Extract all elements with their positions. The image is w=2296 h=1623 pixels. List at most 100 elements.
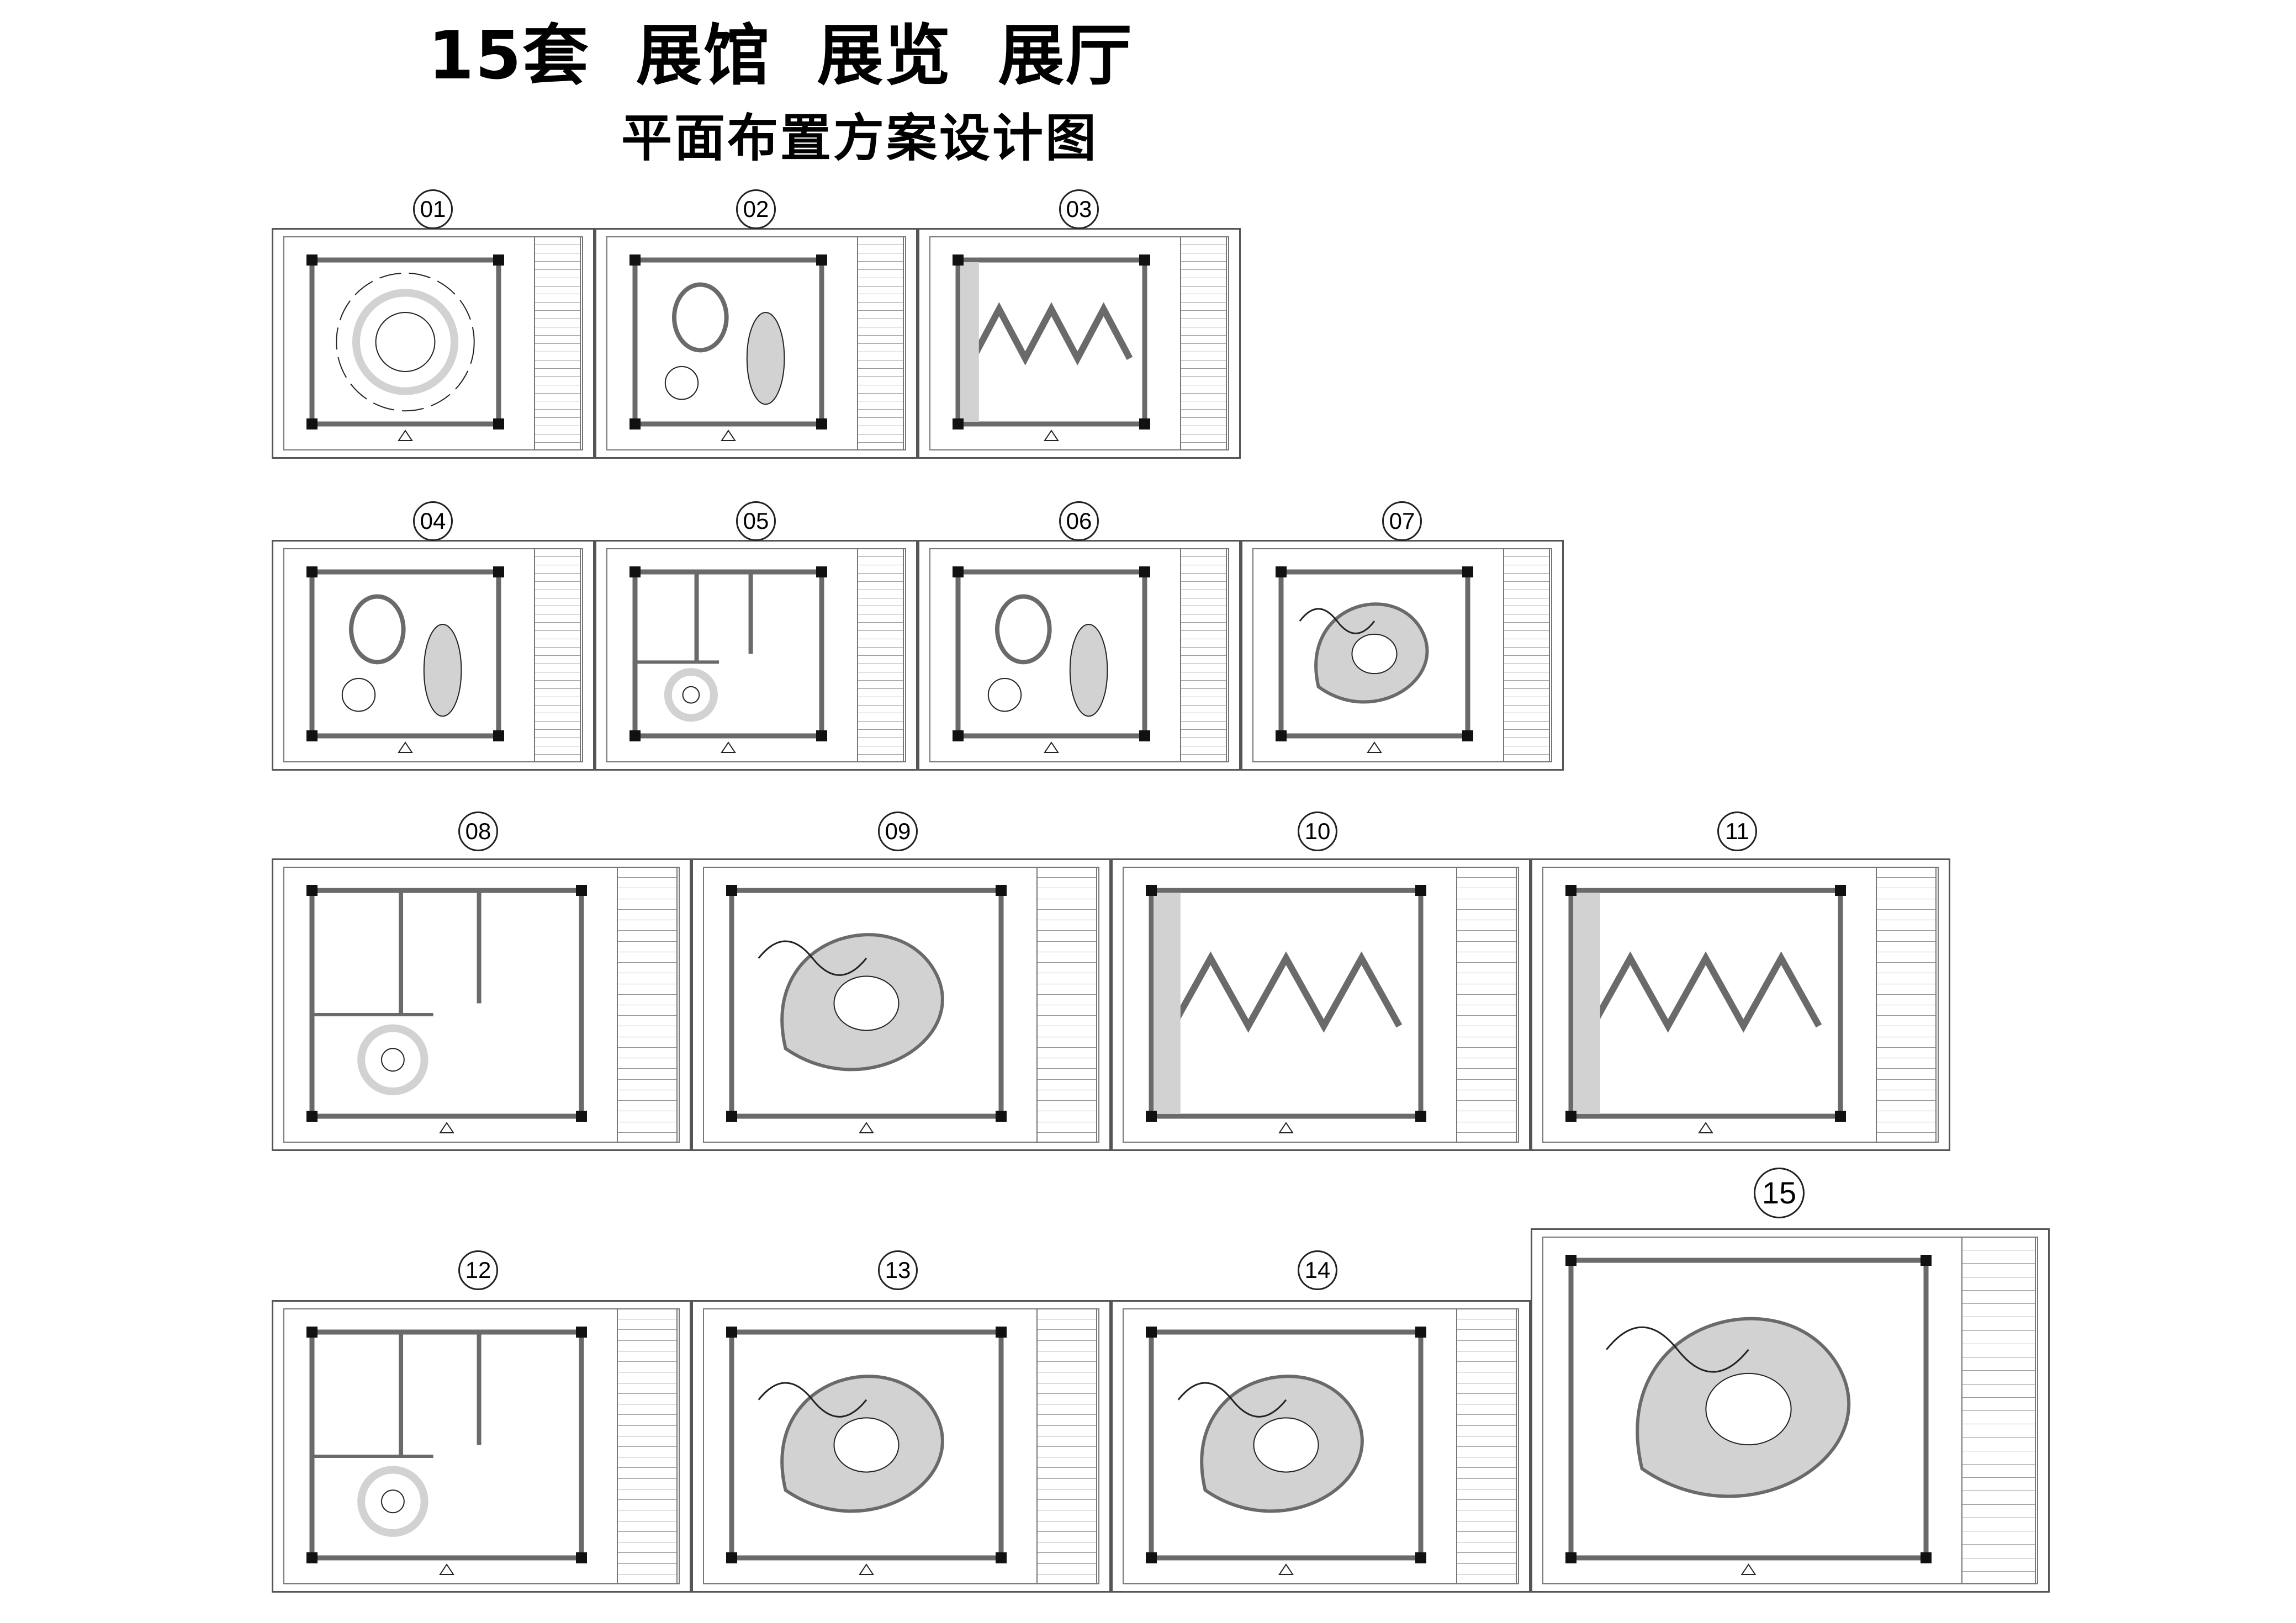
plan-sheet-09[interactable] [691,858,1111,1151]
plan-sheet-01[interactable] [272,228,595,459]
oval-room [348,594,406,665]
floor-plan-drawing [953,566,1150,753]
sheet-border [929,548,1229,762]
column [1146,1111,1157,1122]
curved-wall [1606,1326,1749,1373]
column [1565,1552,1576,1563]
round-stand [357,1024,428,1096]
floor-plan-drawing [629,254,827,441]
plan-sheet-03[interactable] [918,228,1241,459]
column [1462,566,1473,577]
sheet-number-01: 01 [413,189,453,229]
round-stand [341,678,376,712]
column [1565,1111,1576,1122]
column [996,1327,1007,1338]
entrance-marker [1278,1563,1294,1575]
title-block [1036,1308,1097,1584]
outer-wall [729,1329,1004,1561]
title-block [857,236,904,450]
plan-sheet-10[interactable] [1111,858,1531,1151]
plan-sheet-04[interactable] [272,540,595,771]
entrance-marker [398,429,413,441]
outer-wall [1278,569,1470,739]
plan-sheet-12[interactable] [272,1300,691,1593]
outer-wall [1149,1329,1424,1561]
column [1139,566,1150,577]
title-block [534,548,581,762]
outer-wall [1149,888,1424,1119]
column [1139,730,1150,741]
sheet-border [283,548,583,762]
column [1462,730,1473,741]
column [1565,1255,1576,1266]
outer-wall [309,257,501,427]
column [306,1327,318,1338]
sheet-number-09: 09 [878,811,918,851]
sheet-border [606,236,906,450]
outer-wall [632,257,824,427]
entrance-marker [439,1563,454,1575]
column [726,1552,737,1563]
entrance-marker [439,1122,454,1133]
column [953,566,964,577]
sheet-number-03: 03 [1059,189,1099,229]
round-stand [664,366,699,400]
oval-room [994,594,1052,665]
column [493,254,504,266]
floor-plan-drawing [306,254,504,441]
title-block [534,236,581,450]
oval-room [423,624,462,717]
outer-wall [632,569,824,739]
sheet-number-07: 07 [1382,501,1422,541]
floor-plan-drawing [1146,1327,1426,1575]
partition-wall [1170,951,1403,1033]
curved-wall [1177,1382,1287,1418]
column [996,1552,1007,1563]
plan-sheet-07[interactable] [1241,540,1564,771]
floor-plan-drawing [1565,885,1846,1133]
column [493,418,504,429]
floor-plan-drawing [726,1327,1007,1575]
sheet-number-08: 08 [458,811,498,851]
round-stand [987,678,1022,712]
outer-wall [1568,1258,1929,1561]
partition-wall [1589,951,1822,1033]
floor-plan-drawing [629,566,827,753]
plan-sheet-05[interactable] [595,540,918,771]
column [306,566,318,577]
plan-sheet-14[interactable] [1111,1300,1531,1593]
round-stand [833,1417,900,1473]
ring [352,289,459,395]
column [1146,1552,1157,1563]
plan-sheet-15[interactable] [1531,1228,2050,1593]
sheet-border [703,867,1099,1143]
outer-wall [309,888,584,1119]
plan-sheet-02[interactable] [595,228,918,459]
column [493,730,504,741]
title-block [1456,1308,1517,1584]
oval-room [671,282,729,353]
entrance-marker [1044,741,1059,753]
plan-sheet-13[interactable] [691,1300,1111,1593]
column [816,418,827,429]
outer-wall [309,569,501,739]
entrance-marker [1698,1122,1713,1133]
curved-wall [758,940,867,976]
column [726,1111,737,1122]
title-block [1876,867,1937,1143]
oval-room [1069,624,1108,717]
plan-sheet-06[interactable] [918,540,1241,771]
title-block [1180,548,1227,762]
sheet-number-13: 13 [878,1250,918,1290]
column [953,730,964,741]
column [816,730,827,741]
entrance-marker [1367,741,1382,753]
service-zone [960,262,979,422]
column [996,1111,1007,1122]
title-block [617,867,678,1143]
title-block [857,548,904,762]
plan-sheet-11[interactable] [1531,858,1950,1151]
plan-sheet-08[interactable] [272,858,691,1151]
round-stand [380,1489,405,1514]
floor-plan-drawing [306,1327,587,1575]
